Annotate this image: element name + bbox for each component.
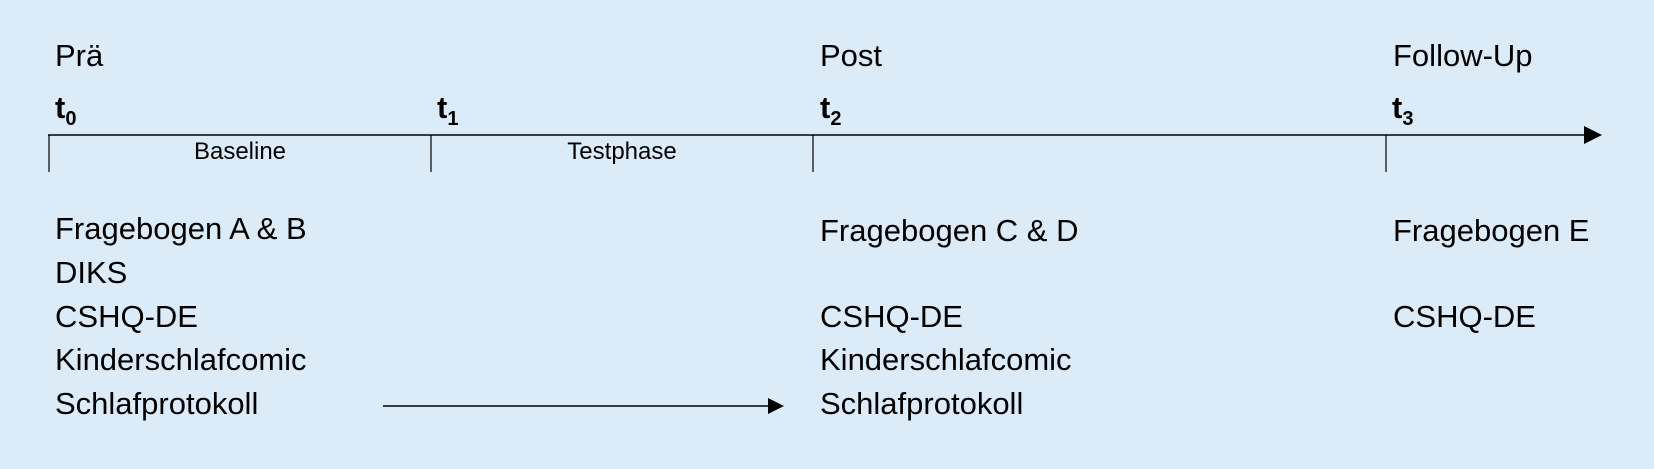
instrument-followup-1: Fragebogen E bbox=[1393, 213, 1590, 248]
phase-label-post: Post bbox=[820, 38, 883, 73]
instrument-followup-3: CSHQ-DE bbox=[1393, 299, 1536, 334]
phase-label-followup: Follow-Up bbox=[1393, 38, 1533, 73]
timeline-arrowhead bbox=[1584, 126, 1602, 144]
instrument-pre-3: CSHQ-DE bbox=[55, 299, 198, 334]
instrument-post-1: Fragebogen C & D bbox=[820, 213, 1079, 248]
instrument-pre-5: Schlafprotokoll bbox=[55, 386, 259, 421]
timepoint-t1: t1 bbox=[437, 90, 459, 130]
instrument-post-5: Schlafprotokoll bbox=[820, 386, 1024, 421]
instrument-post-4: Kinderschlafcomic bbox=[820, 342, 1072, 377]
timepoint-t3: t3 bbox=[1392, 90, 1414, 130]
schlafprotokoll-arrowhead bbox=[768, 398, 784, 414]
phase-label-pre: Prä bbox=[55, 38, 104, 73]
instrument-pre-2: DIKS bbox=[55, 255, 128, 290]
segment-label-baseline: Baseline bbox=[193, 138, 287, 165]
timepoint-t0: t0 bbox=[55, 90, 77, 130]
segment-label-testphase: Testphase bbox=[567, 138, 677, 165]
instrument-pre-4: Kinderschlafcomic bbox=[55, 342, 307, 377]
timepoint-t2: t2 bbox=[820, 90, 842, 130]
instrument-post-3: CSHQ-DE bbox=[820, 299, 963, 334]
instrument-pre-1: Fragebogen A & B bbox=[55, 211, 307, 246]
